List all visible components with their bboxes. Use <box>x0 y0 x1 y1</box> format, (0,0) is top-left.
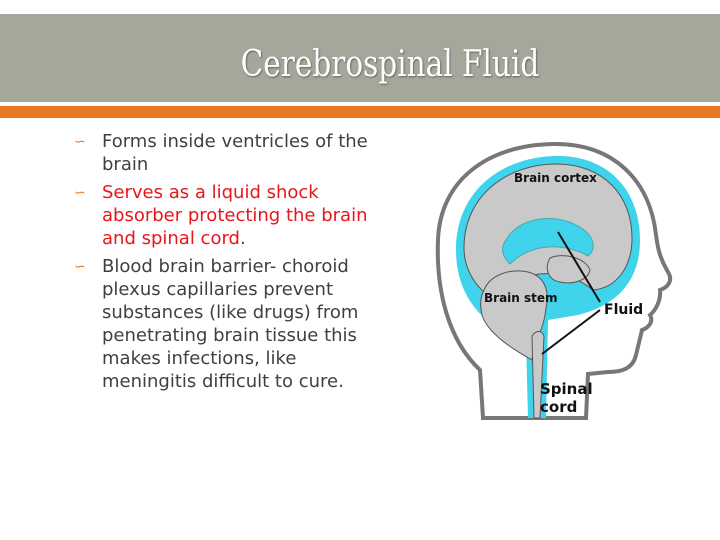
slide-title: Cerebrospinal Fluid <box>240 44 540 85</box>
orange-divider <box>0 106 720 118</box>
curl-bullet-icon: ∽ <box>74 259 86 275</box>
fluid-pointer-line <box>557 231 601 303</box>
curl-bullet-icon: ∽ <box>74 134 86 150</box>
label-brain-cortex: Brain cortex <box>514 171 597 185</box>
bullet-item: ∽ Forms inside ventricles of the brain <box>74 130 374 176</box>
label-cord: cord <box>540 398 577 416</box>
curl-bullet-icon: ∽ <box>74 185 86 201</box>
bullet-item: ∽ Serves as a liquid shock absorber prot… <box>74 181 374 250</box>
ventricle <box>502 218 594 265</box>
label-spinal: Spinal <box>540 380 593 398</box>
bullet-text-highlight: Serves as a liquid shock absorber protec… <box>102 182 368 249</box>
label-fluid: Fluid <box>604 302 643 318</box>
csf-diagram: Brain cortex Brain stem Fluid Spinal cor… <box>428 140 678 422</box>
head-illustration: Brain cortex Brain stem Fluid Spinal cor… <box>435 141 673 420</box>
bullet-text: Forms inside ventricles of the brain <box>102 131 368 175</box>
bullet-list: ∽ Forms inside ventricles of the brain ∽… <box>74 130 374 398</box>
bullet-text-period: . <box>239 228 246 249</box>
spinal-cord <box>531 331 545 419</box>
bullet-text: Blood brain barrier- choroid plexus capi… <box>102 256 359 392</box>
spinal-pointer-line <box>541 309 601 355</box>
bullet-item: ∽ Blood brain barrier- choroid plexus ca… <box>74 255 374 393</box>
label-brain-stem: Brain stem <box>484 291 558 305</box>
title-bar <box>0 14 720 102</box>
